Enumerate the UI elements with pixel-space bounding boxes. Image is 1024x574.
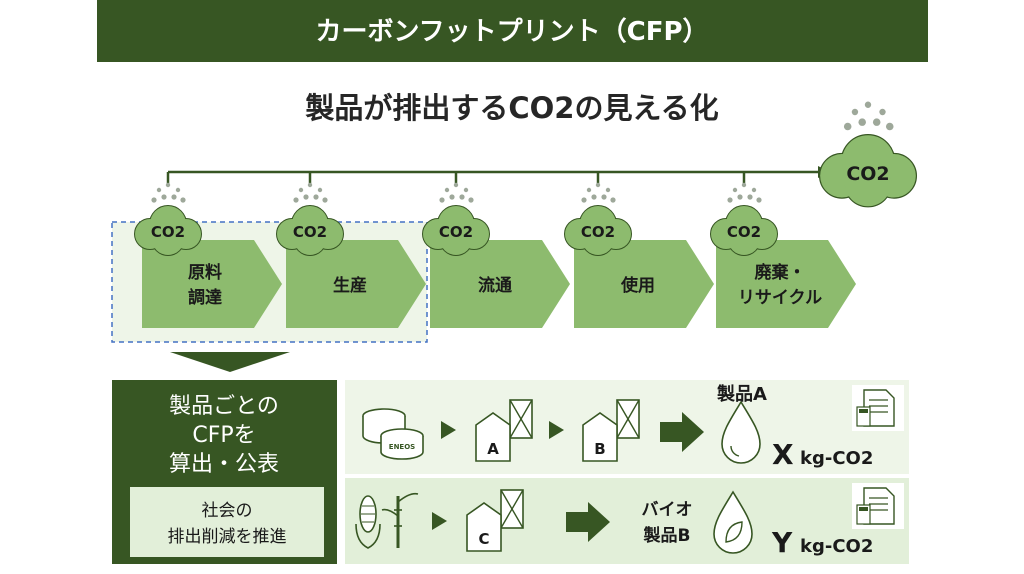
can-icon: ENEOS bbox=[362, 408, 424, 460]
arrow-right-icon bbox=[549, 421, 564, 439]
down-arrow bbox=[170, 352, 290, 372]
svg-text:生産: 生産 bbox=[333, 275, 367, 296]
svg-text:CO2: CO2 bbox=[293, 223, 327, 241]
svg-text:社会の: 社会の bbox=[202, 501, 253, 521]
document-calculator-icon bbox=[852, 483, 904, 529]
document-calculator-icon bbox=[852, 385, 904, 431]
product-a-unit: kg-CO2 bbox=[800, 448, 873, 469]
co2-cloud-1: CO2 bbox=[134, 182, 202, 256]
product-a-name: 製品A bbox=[716, 384, 767, 405]
bio-droplet-icon bbox=[713, 490, 753, 554]
sugarcane-icon bbox=[381, 492, 419, 548]
product-b-name-line1: バイオ bbox=[642, 500, 693, 520]
product-b-unit: kg-CO2 bbox=[800, 536, 873, 557]
page-subtitle: 製品が排出するCO2の見える化 bbox=[305, 91, 718, 125]
arrow-right-icon bbox=[566, 502, 610, 542]
arrow-right-icon bbox=[660, 412, 704, 452]
svg-text:製品ごとの: 製品ごとの bbox=[169, 394, 279, 419]
factory-c-icon: C bbox=[466, 489, 524, 552]
svg-text:CFPを: CFPを bbox=[192, 423, 255, 448]
svg-text:流通: 流通 bbox=[478, 275, 512, 296]
timeline bbox=[166, 166, 830, 186]
co2-cloud-3: CO2 bbox=[422, 182, 490, 256]
stage-4: 使用 bbox=[574, 240, 714, 328]
svg-text:CO2: CO2 bbox=[439, 223, 473, 241]
stage-3: 流通 bbox=[430, 240, 570, 328]
emission-reduction-box bbox=[130, 487, 324, 557]
svg-text:CO2: CO2 bbox=[151, 223, 185, 241]
factory-a-icon: A bbox=[475, 399, 533, 462]
header-title: カーボンフットプリント（CFP） bbox=[315, 17, 708, 47]
product-b-value: Y bbox=[771, 526, 793, 559]
svg-text:CO2: CO2 bbox=[727, 223, 761, 241]
product-a-value: X bbox=[772, 438, 794, 471]
svg-text:廃棄・: 廃棄・ bbox=[755, 262, 806, 283]
product-b-name-line2: 製品B bbox=[643, 525, 691, 546]
svg-text:B: B bbox=[594, 440, 605, 458]
co2-total-label: CO2 bbox=[846, 163, 889, 185]
svg-text:A: A bbox=[487, 440, 499, 458]
arrow-right-icon bbox=[441, 421, 456, 439]
stage-1: 原料 調達 bbox=[142, 240, 282, 328]
svg-text:ENEOS: ENEOS bbox=[389, 443, 415, 451]
svg-text:算出・公表: 算出・公表 bbox=[169, 452, 279, 477]
svg-text:排出削減を推進: 排出削減を推進 bbox=[168, 527, 287, 547]
svg-text:リサイクル: リサイクル bbox=[738, 288, 822, 308]
header-bar bbox=[97, 0, 928, 62]
co2-cloud-5: CO2 bbox=[710, 182, 778, 256]
svg-text:C: C bbox=[478, 530, 489, 548]
svg-text:CO2: CO2 bbox=[581, 223, 615, 241]
co2-cloud-2: CO2 bbox=[276, 182, 344, 256]
stage-5: 廃棄・ リサイクル bbox=[716, 240, 856, 328]
svg-text:使用: 使用 bbox=[620, 275, 655, 296]
factory-b-icon: B bbox=[582, 399, 640, 462]
co2-cloud-4: CO2 bbox=[564, 182, 632, 256]
corn-icon bbox=[355, 495, 381, 549]
co2-cloud-total bbox=[818, 101, 918, 208]
svg-text:原料: 原料 bbox=[188, 262, 222, 283]
arrow-right-icon bbox=[432, 512, 447, 530]
stage-2: 生産 bbox=[286, 240, 426, 328]
svg-text:調達: 調達 bbox=[188, 287, 222, 308]
